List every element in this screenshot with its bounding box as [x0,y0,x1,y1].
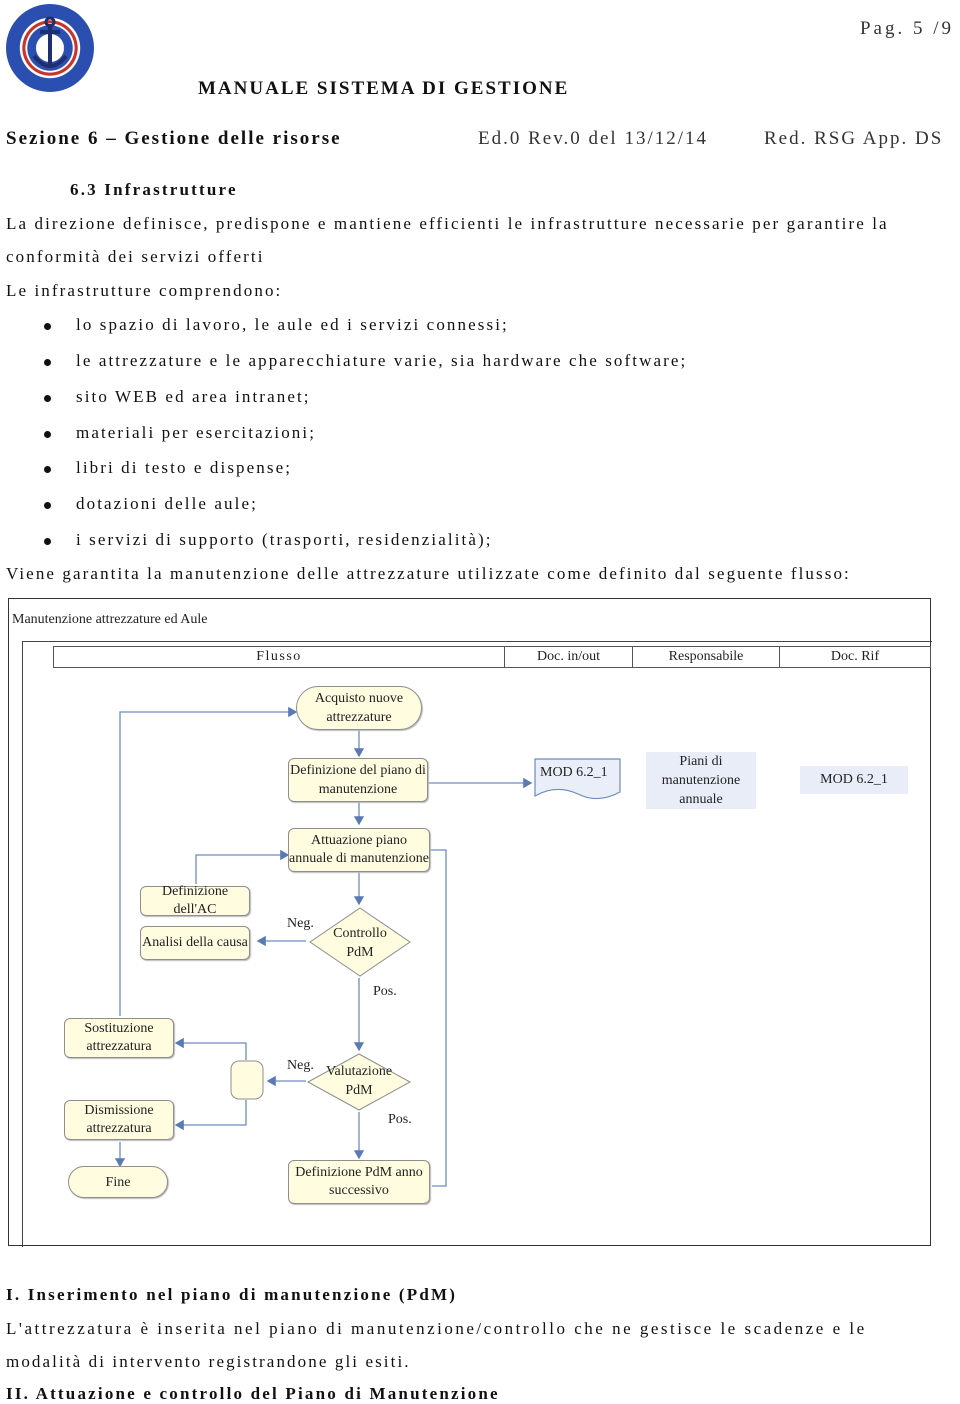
bullet-dot [44,502,51,509]
subsection-title: II. Attuazione e controllo del Piano di … [6,1384,500,1403]
column-header-doc-rif: Doc. Rif [779,646,931,668]
valutazione-decision [306,1053,412,1111]
page-number: Pag. 5 /9 [859,18,954,39]
list-item: lo spazio di lavoro, le aule ed i serviz… [76,315,509,334]
neg-label: Neg. [287,916,314,931]
paragraph-line: conformità dei servizi offerti [6,247,265,266]
dismissione-node: Dismissione attrezzatura [64,1100,174,1140]
document-shape [534,758,621,800]
paragraph-line: Viene garantita la manutenzione delle at… [6,564,851,583]
bullet-dot [44,323,51,330]
list-item: libri di testo e dispense; [76,458,293,477]
fine-node: Fine [68,1166,168,1198]
sostituzione-node: Sostituzione attrezzatura [64,1018,174,1058]
edition-info: Ed.0 Rev.0 del 13/12/14 [478,128,708,149]
paragraph-line: Le infrastrutture comprendono: [6,281,283,300]
bullet-dot [44,538,51,545]
definizione-ac-node: Definizione dell'AC [140,884,250,917]
list-item: dotazioni delle aule; [76,494,258,513]
bullet-dot [44,395,51,402]
attuazione-node: Attuazione piano annuale di manutenzione [288,828,430,872]
bullet-dot [44,431,51,438]
list-item: i servizi di supporto (trasporti, reside… [76,530,493,549]
flowchart-title: Manutenzione attrezzature ed Aule [12,612,208,627]
subsection-title: I. Inserimento nel piano di manutenzione… [6,1285,458,1304]
section-title: Sezione 6 – Gestione delle risorse [6,128,342,149]
doc-rif-label: MOD 6.2_1 [800,766,908,794]
paragraph-line: modalità di intervento registrandone gli… [6,1352,411,1371]
responsabile-label: Piani di manutenzione annuale [646,752,756,809]
anchor-icon [32,16,68,68]
definizione-piano-node: Definizione del piano di manutenzione [288,758,428,802]
flowchart-frame [8,598,931,1246]
redaction-info: Red. RSG App. DS [764,128,944,149]
flowchart-inner [22,641,932,1247]
analisi-causa-node: Analisi della causa [140,926,250,960]
controllo-decision [309,907,411,977]
decision-diamond [230,1060,264,1100]
list-item: sito WEB ed area intranet; [76,387,311,406]
neg-label: Neg. [287,1058,314,1073]
controllo-label: Controllo PdM [333,926,387,960]
paragraph-line: L'attrezzatura è inserita nel piano di m… [6,1319,867,1338]
paragraph-line: La direzione definisce, predispone e man… [6,214,889,233]
definizione-pdm-node: Definizione PdM anno successivo [288,1160,430,1204]
acquisto-node: Acquisto nuove attrezzature [296,686,422,730]
section-heading: 6.3 Infrastrutture [70,180,238,199]
list-item: le attrezzature e le apparecchiature var… [76,351,688,370]
school-logo [6,4,94,92]
bullet-dot [44,466,51,473]
doc-mod-label: MOD 6.2_1 [540,765,608,780]
bullet-dot [44,359,51,366]
pos-label: Pos. [388,1112,412,1127]
pos-label: Pos. [373,984,397,999]
valutazione-label: Valutazione PdM [325,1064,393,1098]
manual-title: MANUALE SISTEMA DI GESTIONE [198,78,570,99]
list-item: materiali per esercitazioni; [76,423,317,442]
